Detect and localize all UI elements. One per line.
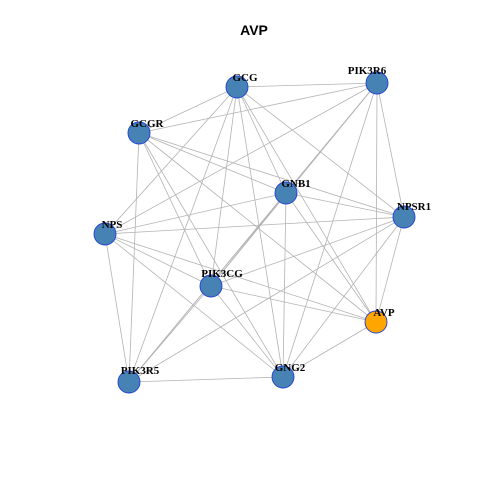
node-pik3r5[interactable]: PIK3R5: [117, 365, 160, 394]
node-pik3cg[interactable]: PIK3CG: [199, 268, 243, 298]
edge-gnb1-gng2: [282, 192, 287, 378]
node-label-avp: AVP: [373, 307, 394, 319]
edge-gnb1-nps: [104, 192, 287, 235]
node-label-gng2: GNG2: [275, 362, 306, 374]
edge-gcgr-npsr1: [138, 132, 405, 218]
node-circle-gcgr[interactable]: [127, 121, 151, 145]
edge-npsr1-pik3r5: [128, 216, 405, 383]
edge-gcgr-gnb1: [138, 132, 287, 194]
node-circle-gcg[interactable]: [225, 75, 249, 99]
edge-gcgr-gng2: [138, 132, 284, 378]
node-gnb1[interactable]: GNB1: [274, 178, 311, 205]
node-nps[interactable]: NPS: [93, 219, 123, 246]
edge-gcg-avp: [236, 86, 377, 323]
node-label-pik3cg: PIK3CG: [201, 268, 243, 280]
node-circle-pik3r5[interactable]: [117, 370, 141, 394]
edge-gcg-gng2: [236, 86, 284, 378]
edge-avp-gng2: [282, 321, 377, 378]
edge-pik3cg-pik3r5: [128, 285, 212, 383]
edge-pik3r6-npsr1: [376, 82, 405, 218]
edge-nps-avp: [104, 233, 377, 323]
edge-nps-pik3r5: [104, 233, 130, 383]
edge-gcg-gnb1: [236, 86, 287, 194]
edge-npsr1-nps: [104, 216, 405, 235]
edge-pik3r6-gng2: [282, 82, 378, 378]
node-gng2[interactable]: GNG2: [271, 362, 306, 389]
edge-gcgr-pik3cg: [138, 132, 212, 287]
edge-npsr1-avp: [375, 216, 405, 323]
edge-nps-pik3cg: [104, 233, 212, 287]
node-label-nps: NPS: [102, 219, 123, 231]
node-circle-gnb1[interactable]: [274, 181, 298, 205]
edge-gcg-pik3r6: [236, 82, 378, 88]
edges-layer: [104, 82, 405, 383]
node-label-npsr1: NPSR1: [397, 201, 431, 213]
node-label-pik3r6: PIK3R6: [348, 65, 387, 77]
edge-gcg-pik3r5: [128, 86, 238, 383]
edge-gnb1-avp: [285, 192, 377, 323]
node-label-pik3r5: PIK3R5: [121, 365, 160, 377]
edge-gcg-gcgr: [138, 86, 238, 134]
node-label-gnb1: GNB1: [281, 178, 310, 190]
node-circle-npsr1[interactable]: [392, 205, 416, 229]
node-gcg[interactable]: GCG: [225, 72, 258, 99]
graph-title: AVP: [240, 22, 268, 38]
edge-pik3cg-avp: [210, 285, 377, 323]
node-circle-avp[interactable]: [364, 310, 388, 334]
edge-pik3r6-avp: [375, 82, 378, 323]
node-avp[interactable]: AVP: [364, 307, 395, 334]
node-label-gcgr: GCGR: [131, 118, 165, 130]
node-circle-nps[interactable]: [93, 222, 117, 246]
edge-gcg-nps: [104, 86, 238, 235]
edge-pik3r6-gcgr: [138, 82, 378, 134]
node-gcgr[interactable]: GCGR: [127, 118, 165, 145]
edge-gnb1-npsr1: [285, 192, 405, 218]
edge-pik3r5-gng2: [128, 376, 284, 383]
node-label-gcg: GCG: [232, 72, 258, 84]
node-npsr1[interactable]: NPSR1: [392, 201, 431, 229]
edge-pik3r6-nps: [104, 82, 378, 235]
edge-gcg-pik3cg: [210, 86, 238, 287]
node-circle-gng2[interactable]: [271, 365, 295, 389]
edge-npsr1-gng2: [282, 216, 405, 378]
edge-npsr1-pik3cg: [210, 216, 405, 287]
node-circle-pik3cg[interactable]: [199, 274, 223, 298]
edge-pik3cg-gng2: [210, 285, 284, 378]
node-pik3r6[interactable]: PIK3R6: [348, 65, 389, 95]
node-circle-pik3r6[interactable]: [365, 71, 389, 95]
